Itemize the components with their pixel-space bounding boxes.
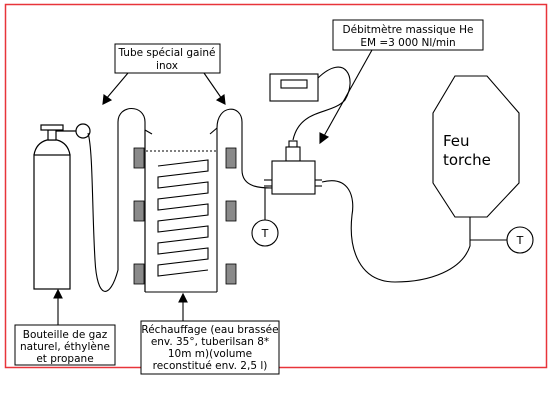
bottle-line-1: Bouteille de gaz bbox=[23, 329, 108, 341]
flare-torch bbox=[432, 75, 520, 218]
flowmeter-line-2: EM =3 000 Nl/min bbox=[360, 37, 455, 49]
flare-label-line-2: torche bbox=[443, 151, 491, 169]
flowmeter-line-1: Débitmètre massique He bbox=[343, 24, 474, 36]
clamps bbox=[133, 147, 237, 285]
outlet-tube bbox=[216, 108, 273, 189]
temp-sensor-1 bbox=[251, 219, 279, 247]
heating-line-1: Réchauffage (eau brassée bbox=[141, 324, 278, 336]
heating-bath bbox=[144, 127, 218, 293]
flowmeter-cable bbox=[292, 66, 351, 141]
flare-pipe bbox=[321, 180, 471, 283]
flowmeter-body bbox=[264, 140, 322, 195]
heating-coil bbox=[157, 159, 209, 277]
tube-special-line-2: inox bbox=[156, 60, 178, 72]
heating-line-4: reconstitué env. 2,5 l) bbox=[153, 360, 268, 372]
arrows bbox=[53, 49, 373, 325]
bottle-line-2: naturel, éthylène bbox=[20, 341, 110, 353]
heating-line-2: env. 35°, tuberilsan 8* bbox=[151, 336, 269, 348]
gas-bottle bbox=[33, 123, 91, 290]
temp-sensor-1-label: T bbox=[261, 227, 269, 240]
flare-label-line-1: Feu bbox=[443, 132, 470, 150]
bottle-line-3: et propane bbox=[36, 353, 93, 365]
temp-sensor-2 bbox=[506, 226, 534, 254]
flowmeter-label-box bbox=[332, 19, 484, 51]
tube-special-line-1: Tube spécial gainé bbox=[117, 47, 215, 59]
tube-special-label-box bbox=[114, 43, 221, 74]
gas-hose bbox=[87, 107, 146, 292]
flowmeter-display bbox=[269, 73, 319, 102]
bottle-label-box bbox=[14, 324, 116, 366]
temp-sensor-2-label: T bbox=[516, 234, 524, 247]
heating-line-3: 10m m)(volume bbox=[168, 348, 252, 360]
heating-label-box bbox=[140, 320, 280, 375]
